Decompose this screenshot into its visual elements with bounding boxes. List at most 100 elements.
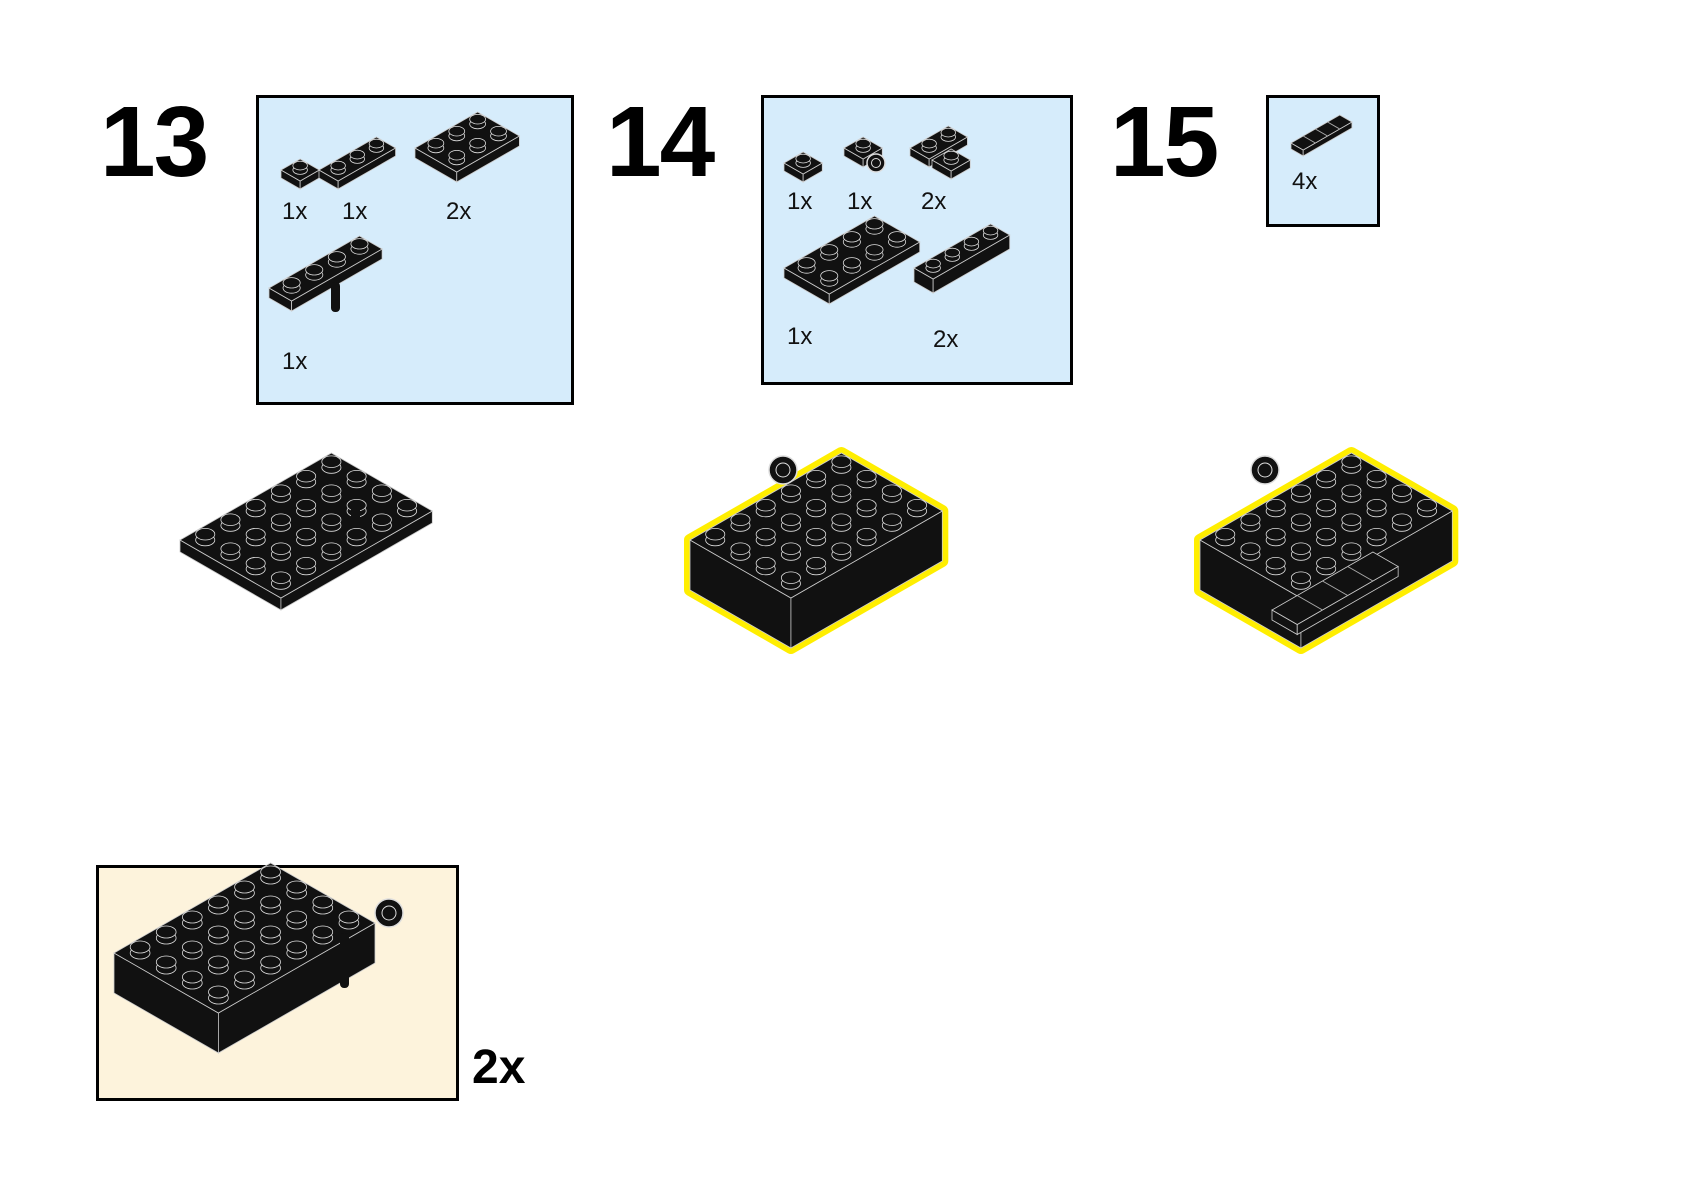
stud-top (469, 114, 486, 125)
stud-top (286, 940, 308, 954)
stud-top (346, 528, 367, 541)
stud-top (397, 499, 418, 512)
stud-top (1391, 484, 1412, 497)
step-number-13: 13 (100, 86, 209, 198)
stud-top (448, 126, 466, 137)
clip (866, 153, 886, 173)
stud-top (1341, 542, 1362, 555)
stud-top (795, 153, 811, 164)
stud-top (755, 499, 776, 512)
part-qty: 2x (933, 326, 959, 353)
stud-top (943, 150, 959, 161)
brick-plate (179, 452, 434, 611)
stud-top (1290, 571, 1311, 584)
stud-top (1366, 470, 1387, 483)
stud-top (1240, 542, 1261, 555)
stud-top (1316, 499, 1337, 512)
stud-top (1316, 470, 1337, 483)
brick-plate (1194, 447, 1459, 654)
stud-top (806, 527, 827, 541)
brick-top (1199, 452, 1454, 599)
stud-top (234, 880, 255, 894)
stud-top (270, 484, 291, 497)
stud-top (944, 247, 960, 258)
part-qty: 1x (787, 323, 813, 350)
stud-top (182, 970, 203, 984)
parts-icons (1290, 114, 1353, 157)
stud-top (245, 556, 266, 570)
brick-top (783, 215, 921, 295)
brick-plate (1290, 114, 1353, 157)
part-qty: 1x (282, 198, 308, 225)
stud-top (155, 925, 177, 939)
clip-ring (871, 158, 881, 168)
stud-top (1366, 499, 1387, 512)
stud-top (1265, 556, 1286, 570)
stud-top (831, 542, 852, 555)
stud-top (940, 127, 956, 138)
grille-line (1327, 121, 1340, 130)
brick-top (113, 862, 376, 1014)
subassembly-model (113, 862, 404, 1054)
stud-top (780, 513, 801, 526)
stud-top (797, 257, 816, 269)
bar (331, 282, 340, 312)
grille-line (1347, 566, 1374, 582)
stud-top (831, 513, 852, 526)
stud-top (260, 955, 281, 969)
grille-line (1302, 135, 1316, 144)
brick-plate (931, 148, 972, 180)
stud-top (856, 527, 877, 541)
stud-top (305, 264, 324, 276)
model-step-14 (684, 447, 949, 654)
stud-top (780, 571, 801, 584)
stud-top (427, 138, 445, 149)
brick-plate (684, 447, 949, 654)
stud-top (208, 985, 229, 999)
subassembly-callout (96, 862, 459, 1101)
model-step-13 (179, 452, 434, 611)
stud-top (448, 150, 466, 161)
stud-top (371, 513, 392, 526)
part-qty: 1x (282, 348, 308, 375)
subassembly-multiplier: 2x (472, 1041, 526, 1094)
stud-top (208, 895, 229, 909)
part-qty: 2x (921, 188, 947, 215)
parts-icons (783, 125, 1011, 305)
stud-top (312, 895, 334, 909)
stud-top (349, 149, 365, 160)
stud-top (321, 513, 342, 526)
clip (768, 455, 798, 485)
stud-top (270, 513, 291, 526)
part-qty: 1x (847, 188, 873, 215)
stud-top (312, 925, 334, 939)
brick-plate (783, 215, 921, 305)
stud-top (1240, 513, 1261, 526)
bar (340, 933, 349, 988)
stud-top (296, 499, 317, 512)
stud-top (1316, 527, 1337, 541)
stud-top (282, 277, 301, 289)
brick-plate (113, 862, 376, 1054)
stud-top (820, 244, 839, 256)
stud-top (856, 470, 877, 483)
part-qty: 1x (342, 198, 368, 225)
stud-top (820, 270, 839, 282)
stud-top (155, 955, 177, 969)
stud-top (220, 542, 241, 555)
stud-top (925, 258, 941, 269)
stud-top (1290, 542, 1311, 555)
stud-top (469, 138, 486, 149)
stud-top (730, 542, 751, 555)
stud-top (286, 880, 308, 894)
stud-top (1391, 513, 1412, 526)
stud-top (755, 527, 776, 541)
stud-top (780, 542, 801, 555)
step-number-14: 14 (606, 86, 715, 198)
stud-top (245, 499, 266, 512)
parts-list-step-14: 1x 1x 2x 1x 2x (761, 95, 1073, 385)
stud-top (881, 513, 902, 526)
brick-plate (414, 111, 521, 183)
stud-top (260, 895, 281, 909)
clip (374, 898, 404, 928)
